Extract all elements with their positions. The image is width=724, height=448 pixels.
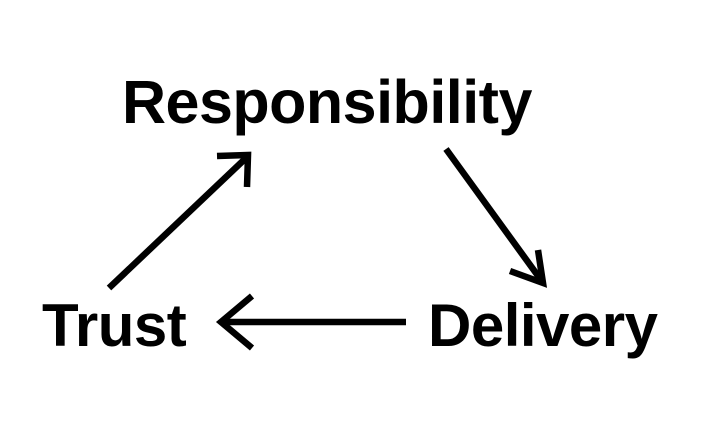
edge-trust-to-responsibility-shaft <box>106 155 249 291</box>
edge-responsibility-to-delivery-shaft <box>443 147 544 282</box>
node-label-delivery: Delivery <box>428 292 658 359</box>
edge-responsibility-to-delivery-arrowhead <box>508 249 548 288</box>
node-label-trust: Trust <box>42 292 187 359</box>
edge-trust-to-responsibility-arrowhead <box>216 151 252 188</box>
edge-delivery-to-trust <box>215 293 406 351</box>
edge-delivery-to-trust-arrowhead <box>215 293 255 351</box>
edge-trust-to-responsibility <box>106 151 252 291</box>
edge-responsibility-to-delivery <box>443 147 548 288</box>
node-label-responsibility: Responsibility <box>122 68 532 136</box>
